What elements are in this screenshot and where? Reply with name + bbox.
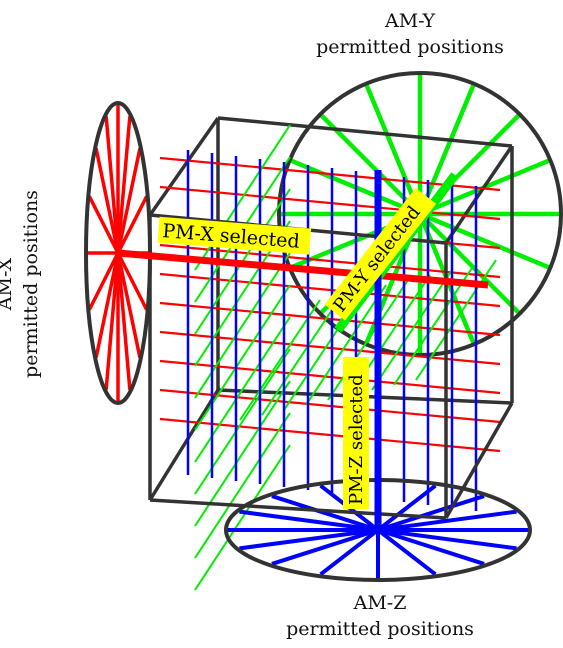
cube-edge — [148, 116, 220, 217]
y-lattice-line — [261, 294, 343, 416]
y-lattice-line — [415, 259, 497, 381]
am-y-caption: AM-Y permitted positions — [290, 8, 530, 60]
y-lattice-line — [327, 279, 409, 401]
am-x-caption: AM-X permitted positions — [0, 164, 44, 404]
x-lattice-line — [159, 330, 501, 366]
y-lattice-line — [194, 412, 291, 559]
am-x-caption-line-1: AM-X — [0, 257, 16, 311]
am-z-caption-line-2: permitted positions — [286, 618, 474, 640]
cube-edge — [149, 498, 447, 520]
cube-edge — [148, 389, 220, 501]
y-lattice-line — [305, 284, 387, 406]
pm-y-label-bg — [324, 187, 437, 321]
pm-z-label-text: PM-Z selected — [346, 374, 367, 505]
y-lattice-line — [371, 269, 453, 391]
y-lattice-line — [194, 348, 291, 495]
x-lattice-line — [159, 243, 501, 279]
x-lattice-line — [159, 417, 501, 453]
y-lattice-line — [194, 252, 291, 399]
x-lattice-line — [159, 185, 501, 221]
am-z-caption: AM-Z permitted positions — [250, 590, 510, 642]
am-x-caption-line-2: permitted positions — [20, 190, 42, 378]
cube-edge — [444, 145, 514, 244]
y-lattice-line — [194, 444, 291, 591]
x-lattice-line — [159, 272, 501, 308]
y-lattice-line — [194, 380, 291, 527]
am-y-caption-line-2: permitted positions — [316, 36, 504, 58]
pm-z-label-bg — [343, 357, 369, 509]
cube-edge — [217, 116, 513, 148]
pm-z-label: PM-Z selected — [343, 357, 369, 509]
am-z-caption-line-1: AM-Z — [353, 592, 407, 614]
y-lattice-line — [239, 299, 321, 421]
x-lattice-line — [159, 301, 501, 337]
am-y-caption-line-1: AM-Y — [384, 10, 436, 32]
cube-edge — [444, 402, 514, 519]
pm-x-selected-line — [117, 249, 489, 289]
am-y-rim — [277, 71, 563, 357]
pm-x-label-bg — [157, 216, 312, 255]
